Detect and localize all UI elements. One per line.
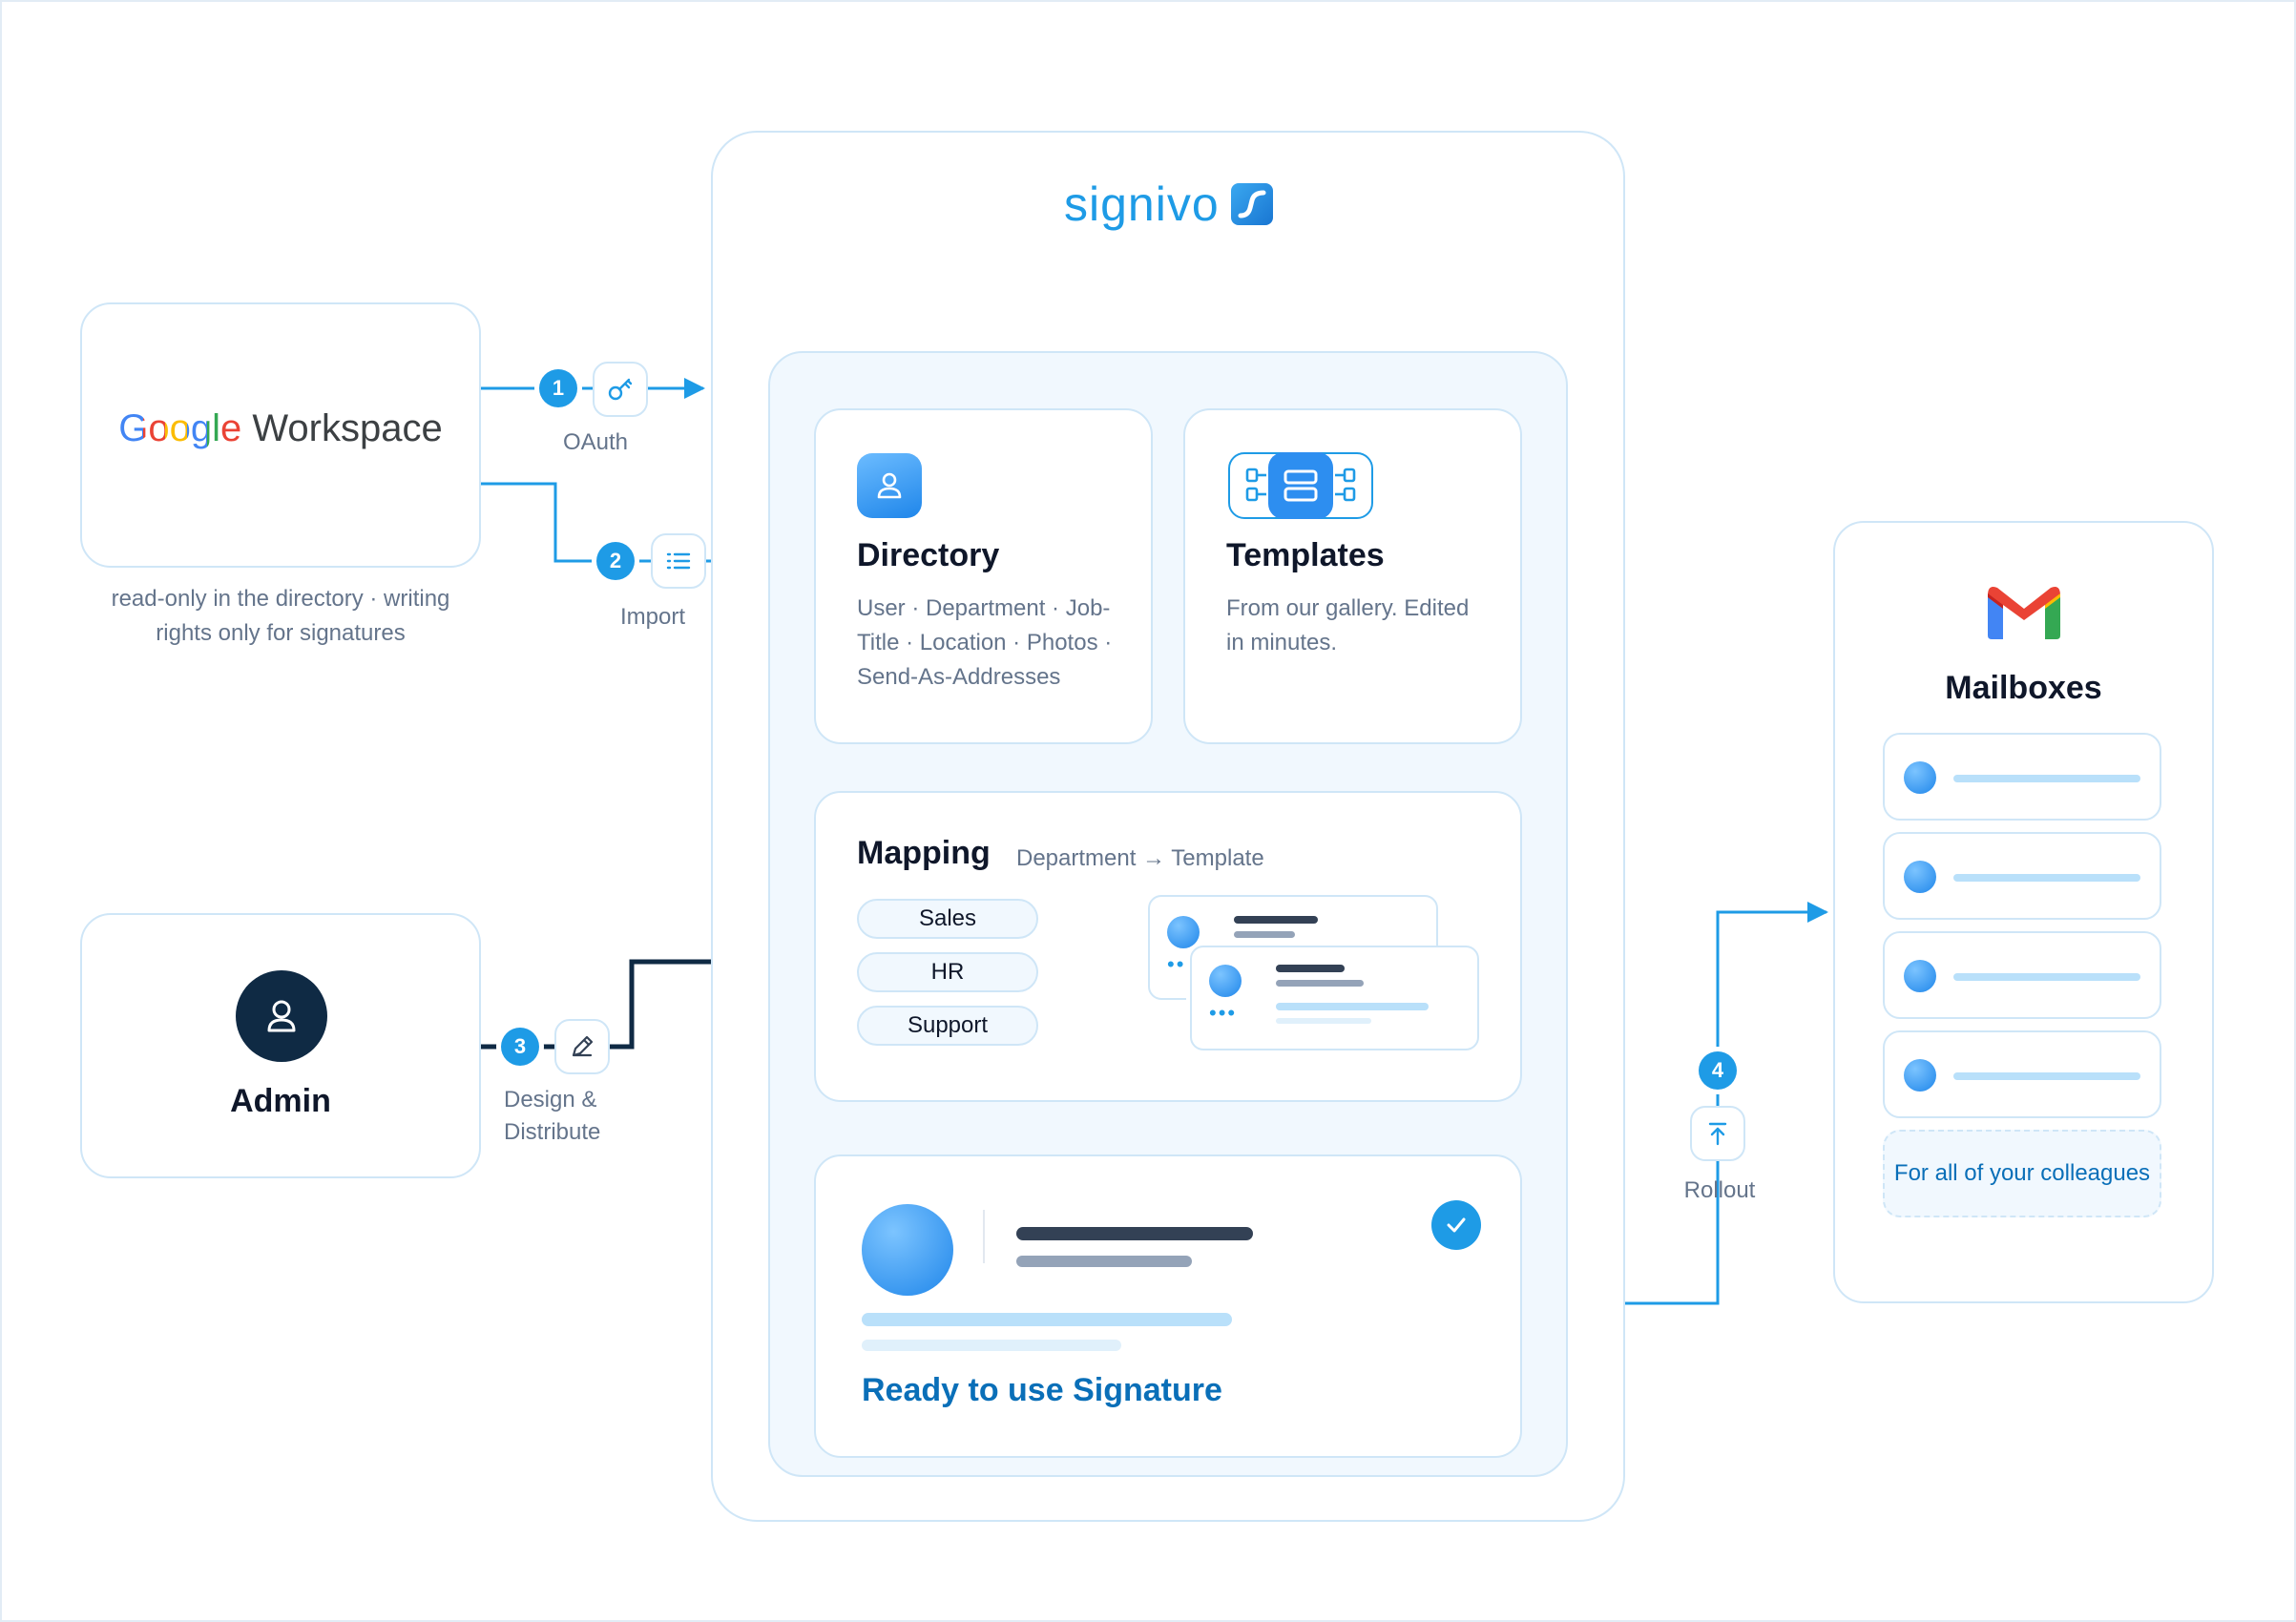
mailbox-item bbox=[1883, 832, 2161, 920]
signivo-logo-icon bbox=[1230, 183, 1273, 225]
directory-card: Directory User · Department · Job-Title … bbox=[814, 408, 1153, 744]
mailbox-avatar bbox=[1904, 761, 1936, 794]
step-4-badge: 4 bbox=[1699, 1051, 1737, 1090]
mailbox-line bbox=[1953, 1072, 2140, 1080]
mailbox-avatar bbox=[1904, 861, 1936, 893]
preview-avatar bbox=[1167, 916, 1200, 948]
upload-icon bbox=[1690, 1106, 1745, 1161]
step-1-badge: 1 bbox=[539, 369, 577, 407]
mailbox-line bbox=[1953, 874, 2140, 882]
pencil-icon bbox=[554, 1019, 610, 1074]
admin-label: Admin bbox=[230, 1083, 331, 1119]
preview-line bbox=[1234, 916, 1318, 924]
more-dots-icon: ••• bbox=[1167, 952, 1196, 976]
step-4-label: Rollout bbox=[1683, 1177, 1756, 1203]
admin-avatar-icon bbox=[236, 970, 327, 1062]
step-3-badge: 3 bbox=[501, 1028, 539, 1066]
list-icon bbox=[651, 533, 706, 589]
preview-line bbox=[1276, 980, 1364, 987]
signature-label: Ready to use Signature bbox=[862, 1372, 1222, 1408]
user-icon bbox=[857, 453, 922, 518]
mailbox-item bbox=[1883, 931, 2161, 1019]
google-caption: read-only in the directory · writing rig… bbox=[111, 586, 450, 646]
mailboxes-footer: For all of your colleagues bbox=[1883, 1130, 2161, 1217]
step-1-label: OAuth bbox=[562, 429, 629, 455]
signature-contact-line bbox=[862, 1340, 1121, 1351]
signivo-logo: signivo bbox=[1064, 174, 1273, 235]
mailbox-item bbox=[1883, 1030, 2161, 1118]
department-pill-support: Support bbox=[857, 1006, 1038, 1046]
signature-avatar bbox=[862, 1204, 953, 1296]
signature-contact-line bbox=[862, 1313, 1232, 1326]
gmail-icon bbox=[1984, 582, 2064, 641]
step-2-label: Import bbox=[619, 604, 685, 630]
signature-card: Ready to use Signature bbox=[814, 1154, 1522, 1458]
mailbox-avatar bbox=[1904, 960, 1936, 992]
department-pill-hr: HR bbox=[857, 952, 1038, 992]
google-wordmark: Google bbox=[118, 407, 242, 449]
workspace-wordmark: Workspace bbox=[252, 407, 443, 449]
mailbox-item bbox=[1883, 733, 2161, 821]
key-icon bbox=[593, 362, 648, 417]
signature-title-line bbox=[1016, 1256, 1192, 1267]
templates-icon bbox=[1228, 452, 1373, 519]
preview-avatar bbox=[1209, 965, 1242, 997]
mailbox-line bbox=[1953, 775, 2140, 782]
divider bbox=[983, 1210, 985, 1263]
signivo-wordmark: signivo bbox=[1064, 177, 1220, 231]
department-pill-sales: Sales bbox=[857, 899, 1038, 939]
preview-line bbox=[1276, 1003, 1429, 1010]
more-dots-icon: ••• bbox=[1209, 1001, 1238, 1025]
templates-description: From our gallery. Edited in minutes. bbox=[1226, 595, 1470, 655]
check-icon bbox=[1431, 1200, 1481, 1250]
directory-title: Directory bbox=[857, 537, 1000, 573]
google-workspace-card: Google Workspace bbox=[80, 302, 481, 568]
preview-line bbox=[1234, 931, 1295, 938]
preview-line bbox=[1276, 965, 1345, 972]
templates-title: Templates bbox=[1226, 537, 1385, 573]
mapping-subtitle: Department → Template bbox=[1016, 845, 1264, 871]
mailboxes-title: Mailboxes bbox=[1945, 670, 2102, 706]
google-workspace-logo: Google Workspace bbox=[82, 407, 479, 450]
mailbox-avatar bbox=[1904, 1059, 1936, 1092]
admin-card: Admin bbox=[80, 913, 481, 1178]
signature-name-line bbox=[1016, 1227, 1253, 1240]
mailbox-line bbox=[1953, 973, 2140, 981]
template-preview-front: ••• bbox=[1190, 946, 1479, 1050]
mapping-title: Mapping bbox=[857, 835, 991, 871]
preview-line bbox=[1276, 1018, 1371, 1024]
step-3-label: Design & Distribute bbox=[504, 1087, 601, 1145]
templates-card: Templates From our gallery. Edited in mi… bbox=[1183, 408, 1522, 744]
directory-description: User · Department · Job-Title · Location… bbox=[857, 595, 1113, 690]
step-2-badge: 2 bbox=[596, 542, 635, 580]
